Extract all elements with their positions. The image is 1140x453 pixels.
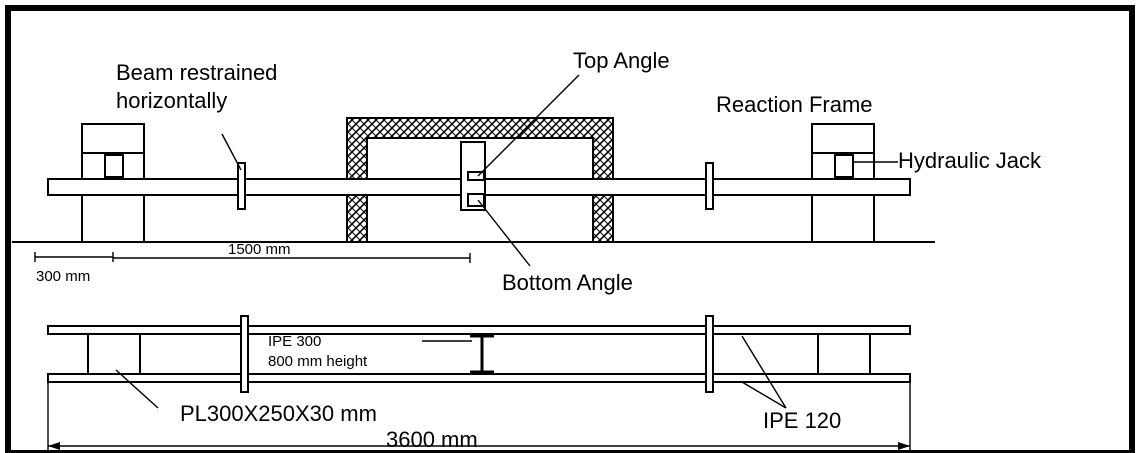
leader-top-angle bbox=[477, 74, 580, 177]
beam-top-flange bbox=[47, 325, 911, 335]
right-restraint-plan bbox=[705, 315, 714, 393]
beam-bottom-flange bbox=[47, 373, 911, 383]
label-bottom-angle: Bottom Angle bbox=[502, 270, 633, 295]
label-ipe120: IPE 120 bbox=[763, 408, 841, 433]
leader-beam-restrained bbox=[221, 133, 242, 171]
label-beam-restrained-2: horizontally bbox=[116, 88, 227, 113]
leader-plate bbox=[115, 369, 159, 409]
figure-border bbox=[5, 5, 1135, 453]
label-top-angle: Top Angle bbox=[573, 48, 670, 73]
right-restraint-elevation bbox=[705, 162, 714, 210]
leader-ipe120-bottom bbox=[741, 381, 787, 409]
label-dim-300: 300 mm bbox=[36, 268, 90, 285]
leader-bottom-angle bbox=[477, 199, 531, 267]
central-column bbox=[460, 141, 486, 211]
leader-ipe120-top bbox=[741, 335, 787, 409]
label-dim-1500: 1500 mm bbox=[228, 241, 291, 258]
label-beam-restrained-1: Beam restrained bbox=[116, 60, 277, 85]
dimension-1500 bbox=[113, 253, 471, 263]
dimension-300 bbox=[34, 252, 114, 262]
top-angle-mark bbox=[467, 171, 485, 181]
label-dim-3600: 3600 mm bbox=[386, 427, 478, 452]
label-ipe300: IPE 300 bbox=[268, 333, 321, 350]
left-restraint-plan bbox=[240, 315, 249, 393]
i-section-symbol bbox=[470, 334, 494, 374]
left-restraint-elevation bbox=[237, 162, 246, 210]
label-hydraulic-jack: Hydraulic Jack bbox=[898, 148, 1042, 173]
label-reaction-frame: Reaction Frame bbox=[716, 92, 873, 117]
dimension-3600 bbox=[47, 382, 911, 453]
label-plate: PL300X250X30 mm bbox=[180, 401, 377, 426]
label-800-height: 800 mm height bbox=[268, 353, 368, 370]
